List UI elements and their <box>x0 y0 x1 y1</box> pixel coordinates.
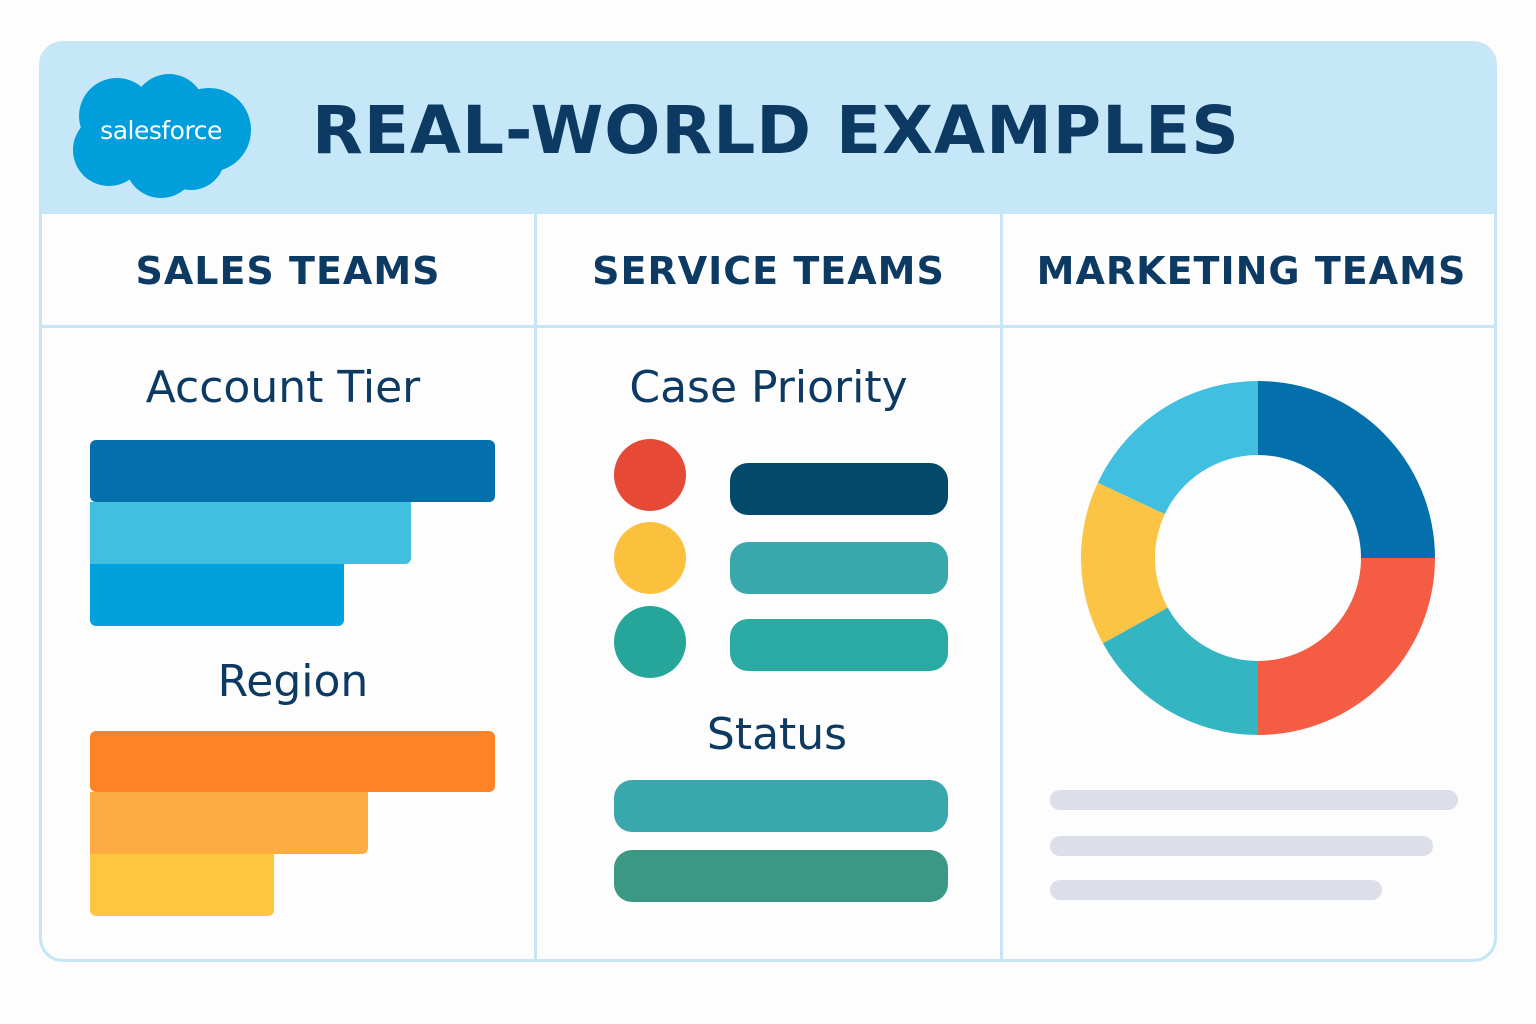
donut-segment-2 <box>1258 558 1435 735</box>
text-placeholder-line <box>1050 880 1382 900</box>
text-placeholder-line <box>1050 836 1433 856</box>
region-bar <box>90 854 274 916</box>
donut-segment-5 <box>1097 381 1258 515</box>
region-bar <box>90 731 495 792</box>
donut-segment-4 <box>1081 482 1168 644</box>
priority-bar <box>730 619 948 671</box>
column-divider <box>534 214 537 959</box>
text-placeholder-line <box>1050 790 1458 810</box>
marketing-teams-heading: MARKETING TEAMS <box>1036 249 1467 293</box>
case-priority-label: Case Priority <box>629 362 908 413</box>
salesforce-logo: salesforce <box>69 72 253 198</box>
header: salesforce REAL-WORLD EXAMPLES <box>42 44 1494 214</box>
region-label: Region <box>217 656 369 707</box>
heading-divider <box>42 325 1494 328</box>
priority-bar <box>730 463 948 515</box>
page-title: REAL-WORLD EXAMPLES <box>312 92 1240 169</box>
status-label: Status <box>706 709 848 760</box>
region-bar <box>90 792 368 854</box>
donut-segment-3 <box>1102 607 1258 735</box>
priority-dot <box>614 606 686 678</box>
account-tier-bar <box>90 564 344 626</box>
account-tier-bar <box>90 440 495 502</box>
salesforce-cloud-icon <box>73 74 251 198</box>
examples-card: salesforce REAL-WORLD EXAMPLES SALES TEA… <box>39 41 1497 962</box>
donut-chart <box>1081 381 1435 735</box>
account-tier-bar <box>90 502 411 564</box>
priority-dot <box>614 522 686 594</box>
logo-text: salesforce <box>100 116 222 145</box>
service-teams-heading: SERVICE TEAMS <box>592 249 945 293</box>
column-divider <box>1000 214 1003 959</box>
sales-teams-heading: SALES TEAMS <box>135 249 441 293</box>
status-bar <box>614 850 948 902</box>
status-bar <box>614 780 948 832</box>
priority-dot <box>614 439 686 511</box>
donut-segment-1 <box>1258 381 1435 558</box>
account-tier-label: Account Tier <box>145 362 421 413</box>
priority-bar <box>730 542 948 594</box>
